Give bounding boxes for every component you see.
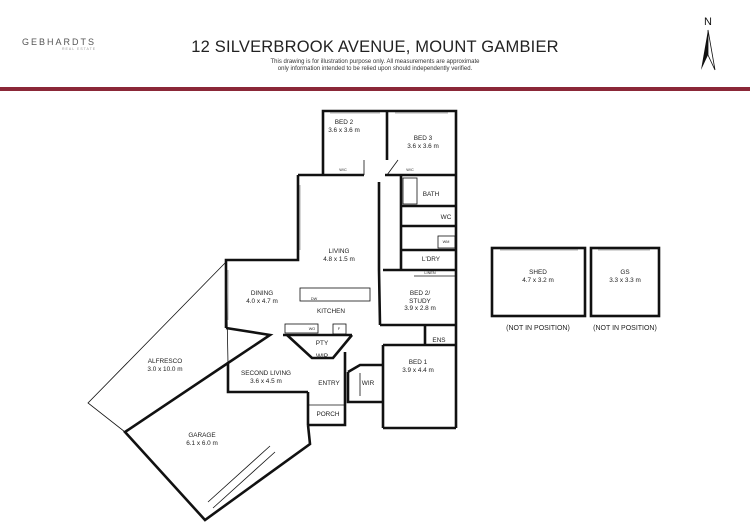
kitchen-walls [283, 287, 371, 360]
room-laundry: L'DRY [421, 256, 441, 263]
room-porch: PORCH [316, 411, 340, 418]
label-wic-bed2: W/C [339, 168, 347, 172]
room-pantry: PTY [315, 340, 329, 347]
gs-position-note: (NOT IN POSITION) [593, 325, 657, 332]
label-dw: DW [310, 297, 318, 301]
room-bath: BATH [422, 191, 440, 198]
room-kitchen: KITCHEN [316, 308, 346, 315]
disclaimer-line-2: only information intended to be relied u… [277, 66, 473, 72]
gs-outline [589, 246, 661, 318]
bedroom-wing-walls [321, 109, 458, 246]
room-wc: WC [440, 214, 452, 221]
label-linen: LINEN [424, 271, 436, 275]
brand-logo: GEBHARDTS [22, 37, 97, 47]
label-wic-bed3: W/C [406, 168, 414, 172]
north-arrow-icon [701, 29, 716, 71]
disclaimer-line-1: This drawing is for illustration purpose… [270, 59, 480, 65]
room-ensuite: ENS [432, 337, 446, 344]
page-title: 12 SILVERBROOK AVENUE, MOUNT GAMBIER [191, 38, 559, 56]
label-wo: WO [308, 327, 316, 331]
shed-position-note: (NOT IN POSITION) [506, 325, 570, 332]
service-rooms-walls [381, 175, 456, 428]
brand-logo-subtitle: REAL ESTATE [62, 47, 97, 51]
header-accent-bar [0, 87, 750, 91]
room-wir: WIR [361, 380, 375, 387]
north-label: N [704, 16, 712, 28]
room-entry: ENTRY [318, 380, 340, 387]
entry-walls [306, 352, 383, 427]
room-wip: WIP [315, 353, 329, 360]
alfresco-garage-walls [87, 261, 312, 522]
label-fridge: F [337, 327, 341, 331]
label-wm: WM [442, 240, 450, 244]
shed-outline [490, 246, 587, 318]
